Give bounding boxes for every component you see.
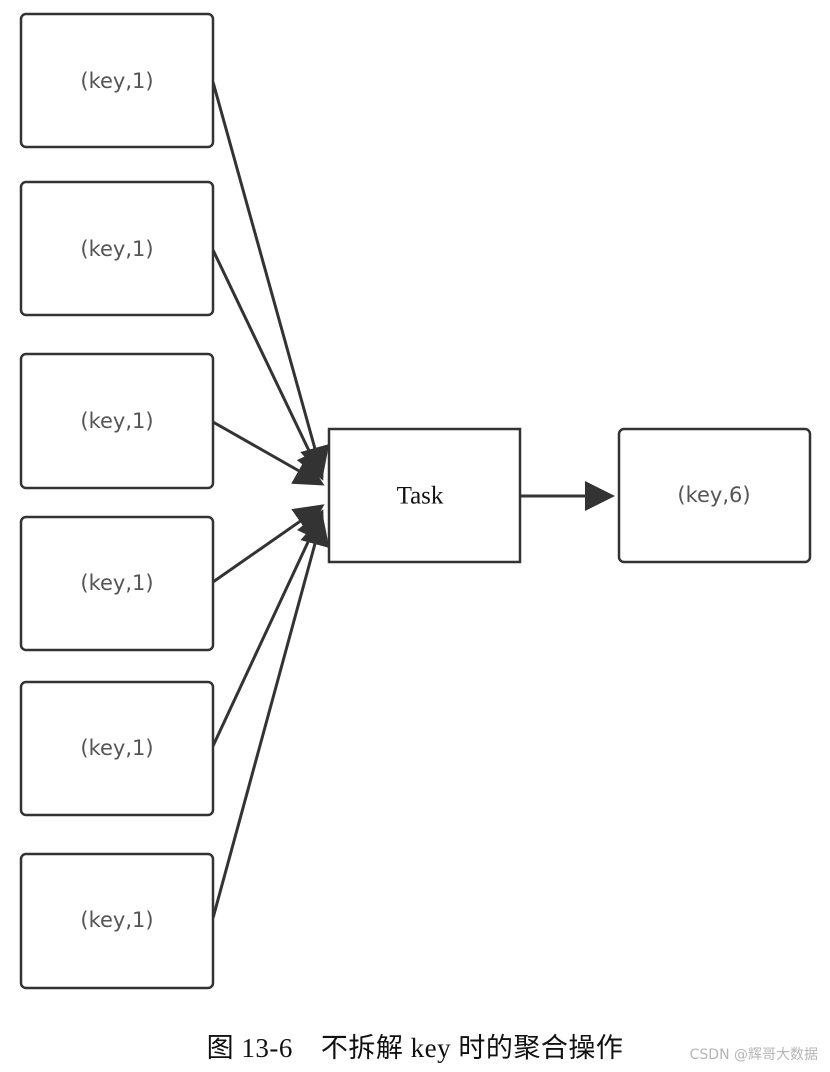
edge-input-3-to-task bbox=[212, 420, 325, 486]
edge-input-5-to-task bbox=[211, 509, 325, 747]
input-edges bbox=[211, 81, 330, 919]
edge-input-6-to-task bbox=[211, 515, 330, 919]
task-node-label: Task bbox=[397, 483, 444, 510]
figure-caption: 图 13-6 不拆解 key 时的聚合操作 bbox=[0, 1026, 830, 1065]
figure-title: 不拆解 key 时的聚合操作 bbox=[320, 1033, 624, 1063]
input-node-label: (key,1) bbox=[80, 908, 153, 932]
input-node-6: (key,1) bbox=[19, 852, 215, 990]
input-node-5: (key,1) bbox=[19, 680, 215, 817]
input-node-2: (key,1) bbox=[19, 180, 215, 317]
input-node-label: (key,1) bbox=[80, 736, 153, 760]
input-node-label: (key,1) bbox=[80, 237, 153, 261]
edge-input-2-to-task bbox=[211, 249, 324, 481]
edge-input-1-to-task bbox=[211, 81, 330, 477]
watermark: CSDN @辉哥大数据 bbox=[689, 1047, 818, 1063]
figure-number: 图 13-6 bbox=[206, 1033, 293, 1063]
input-node-4: (key,1) bbox=[19, 515, 215, 652]
input-node-3: (key,1) bbox=[19, 352, 215, 490]
input-node-label: (key,1) bbox=[80, 409, 153, 433]
input-node-label: (key,1) bbox=[80, 571, 153, 595]
task-node: Task bbox=[327, 427, 522, 564]
aggregation-diagram: (key,1) (key,1) (key,1) (key,1) (key,1) … bbox=[19, 12, 812, 990]
output-node-label: (key,6) bbox=[677, 483, 750, 507]
input-node-1: (key,1) bbox=[19, 12, 215, 149]
output-node: (key,6) bbox=[617, 427, 812, 564]
input-node-label: (key,1) bbox=[80, 69, 153, 93]
